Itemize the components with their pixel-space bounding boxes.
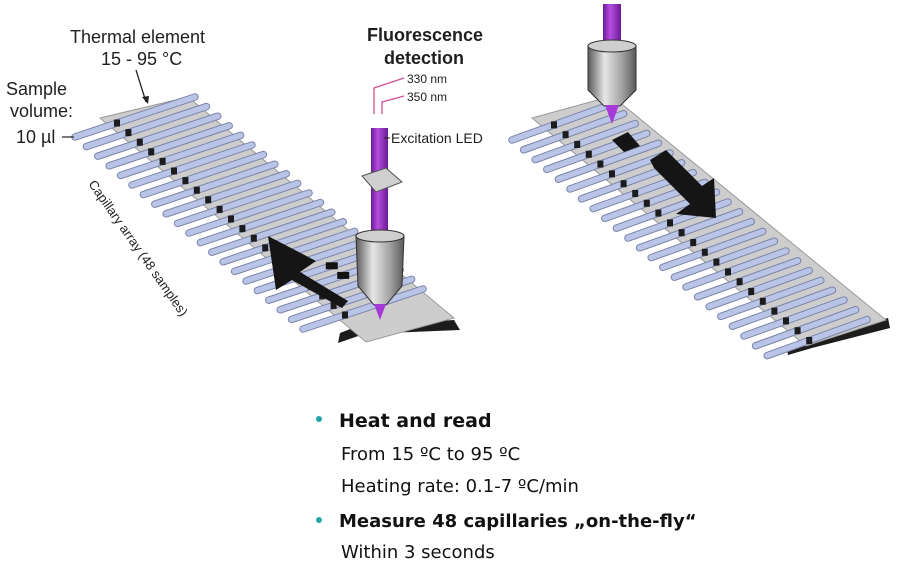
- capillary-tube-fill: [636, 209, 743, 251]
- capillary-tube-fill: [660, 228, 766, 271]
- capillary-sample-mark: [205, 196, 212, 204]
- capillary-sample-mark: [136, 138, 143, 146]
- volume-label: volume:: [10, 101, 74, 121]
- capillary-tube-fill: [764, 316, 870, 359]
- bullet-heading: Heat and read: [339, 410, 492, 432]
- capillary-sample-mark: [228, 215, 234, 223]
- bullet-icon: [316, 517, 322, 523]
- capillary-sample-mark: [193, 186, 200, 194]
- capillary-sample-mark: [585, 150, 592, 158]
- capillary-tube-fill: [106, 123, 232, 169]
- emission-350-line: [381, 95, 405, 114]
- excitation-led-label: Excitation LED: [391, 130, 483, 146]
- capillary-tube-fill: [72, 94, 198, 140]
- beam-splitter: [361, 167, 403, 193]
- capillary-sample-mark: [597, 160, 604, 168]
- capillary-sample-mark: [632, 189, 639, 197]
- capillary-tube-fill: [718, 277, 824, 320]
- excitation-beam: [603, 4, 621, 50]
- capillary-sample-mark: [643, 199, 650, 207]
- wavelength-350-label: 350 nm: [407, 90, 448, 104]
- fluorescence-label: Fluorescence: [367, 25, 484, 45]
- capillary-sample-mark: [250, 234, 257, 242]
- temperature-range-label: 15 - 95 °C: [101, 49, 183, 69]
- bullet-line: From 15 ºC to 95 ºC: [341, 444, 521, 465]
- capillary-sample-mark: [262, 244, 269, 252]
- capillary-tube-fill: [83, 103, 210, 150]
- capillary-sample-mark: [562, 131, 569, 139]
- capillary-sample-mark: [771, 307, 778, 315]
- capillary-tube-fill: [95, 113, 221, 159]
- capillary-sample-mark: [806, 336, 813, 344]
- capillary-tube-fill: [694, 258, 801, 300]
- capillary-sample-mark: [748, 287, 755, 295]
- capillary-sample-mark: [736, 278, 743, 286]
- capillary-tube-fill: [197, 199, 324, 246]
- wavelength-330-label: 330 nm: [407, 72, 448, 86]
- capillary-sample-mark: [701, 248, 708, 256]
- capillary-sample-mark: [125, 129, 132, 137]
- capillary-tube-fill: [555, 140, 662, 182]
- bullet-heading: Measure 48 capillaries „on-the-fly“: [339, 511, 697, 532]
- bullet-icon: [316, 416, 322, 422]
- capillary-sample-mark: [574, 140, 581, 148]
- capillary-tube-fill: [520, 111, 627, 153]
- capillary-sample-mark: [182, 177, 189, 185]
- capillary-tube-fill: [532, 120, 638, 163]
- capillary-tube-fill: [186, 190, 312, 236]
- capillary-sample-mark: [148, 148, 155, 156]
- capillary-tube-fill: [683, 248, 789, 290]
- capillary-sample-mark: [667, 219, 673, 227]
- detection-label: detection: [384, 48, 465, 68]
- capillary-tube-fill: [152, 161, 278, 207]
- sample-volume-value: 10 µl: [16, 127, 56, 147]
- thermal-pointer: [135, 69, 147, 103]
- left-objective: [355, 128, 405, 320]
- bullet-line: Within 3 seconds: [341, 542, 495, 563]
- capillary-tube-fill: [209, 209, 335, 255]
- capillary-tube-fill: [706, 267, 812, 310]
- capillary-tube-fill: [174, 180, 301, 227]
- capillary-tube-fill: [129, 142, 255, 188]
- capillary-sample-mark: [759, 297, 766, 305]
- capillary-sample-mark: [551, 121, 557, 129]
- capillary-tube-fill: [163, 171, 289, 217]
- sample-label: Sample: [6, 79, 68, 99]
- capillary-tube-fill: [741, 297, 847, 339]
- capillary-sample-mark: [655, 209, 662, 217]
- capillary-sample-mark: [678, 229, 685, 237]
- capillary-sample-mark: [794, 327, 801, 335]
- capillary-sample-mark: [609, 170, 615, 178]
- capillary-tube-fill: [509, 101, 615, 143]
- capillary-tube-fill: [140, 151, 267, 198]
- right-objective: [587, 4, 637, 124]
- bullet-line: Heating rate: 0.1-7 ºC/min: [341, 476, 579, 497]
- capillary-sample-mark: [342, 311, 348, 319]
- capillary-sample-mark: [725, 268, 731, 276]
- capillary-tube-fill: [220, 219, 346, 265]
- capillary-tube-fill: [117, 132, 244, 179]
- capillary-tube-fill: [300, 286, 426, 332]
- emission-330-line: [373, 77, 405, 114]
- scan-mark: [325, 262, 338, 270]
- capillary-sample-mark: [330, 301, 337, 309]
- capillary-sample-mark: [114, 119, 120, 127]
- capillary-tube-fill: [671, 238, 778, 280]
- capillary-tube-fill: [648, 218, 754, 261]
- capillary-sample-mark: [239, 225, 246, 233]
- thermal-element-label: Thermal element: [70, 27, 206, 47]
- scan-mark: [337, 271, 350, 279]
- capillary-sample-mark: [216, 205, 223, 213]
- capillary-sample-mark: [159, 157, 166, 165]
- capillary-sample-mark: [690, 238, 697, 246]
- right-capillary-array: [508, 95, 890, 360]
- capillary-tube-fill: [752, 307, 859, 349]
- capillary-sample-mark: [713, 258, 720, 266]
- capillary-tube-fill: [729, 287, 836, 329]
- capillary-sample-mark: [783, 317, 789, 325]
- capillary-sample-mark: [620, 180, 627, 188]
- capillary-sample-mark: [171, 167, 177, 175]
